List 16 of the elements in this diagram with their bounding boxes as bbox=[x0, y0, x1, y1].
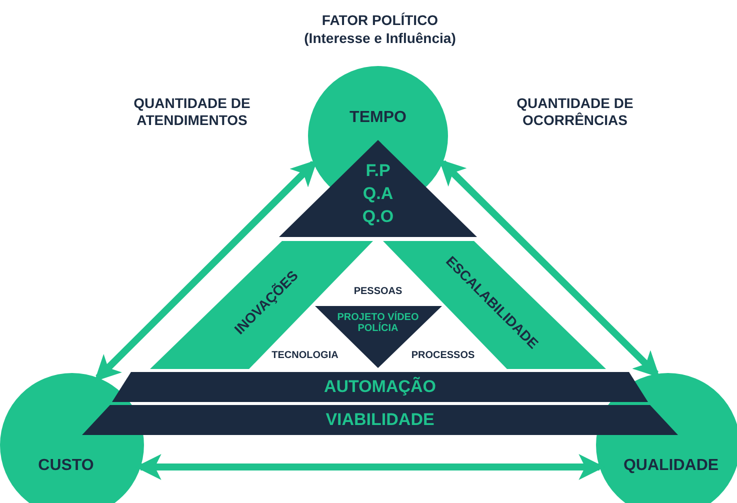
double-arrow bbox=[94, 160, 318, 382]
annotation-text: PROCESSOS bbox=[411, 350, 475, 362]
annotation-text: QUANTIDADE DE ATENDIMENTOS bbox=[132, 95, 252, 129]
annotation-text: PESSOAS bbox=[354, 286, 402, 298]
node-label: VIABILIDADE bbox=[326, 410, 434, 430]
node-label: CUSTO bbox=[38, 457, 94, 475]
node-label: PROJETO VÍDEO POLÍCIA bbox=[336, 312, 420, 334]
node-label: AUTOMAÇÃO bbox=[324, 378, 436, 396]
node-label: F.P Q.A Q.O bbox=[361, 160, 395, 228]
double-arrow bbox=[438, 159, 660, 378]
annotation-text: QUANTIDADE DE OCORRÊNCIAS bbox=[516, 95, 634, 129]
node-label: QUALIDADE bbox=[623, 457, 719, 475]
annotation-text: (Interesse e Influência) bbox=[304, 30, 456, 46]
node-label: TEMPO bbox=[350, 109, 406, 127]
annotation-text: TECNOLOGIA bbox=[272, 350, 338, 362]
annotation-text: FATOR POLÍTICO bbox=[322, 12, 438, 28]
